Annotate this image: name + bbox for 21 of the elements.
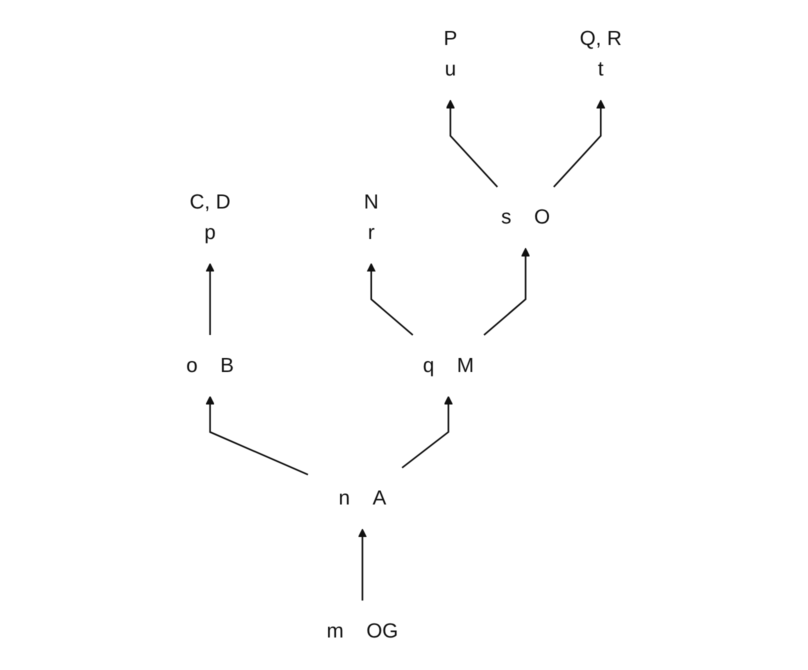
node-label: C, D — [190, 190, 230, 214]
node-text: m OG — [326, 620, 398, 642]
node-text: q M — [422, 354, 474, 377]
node-text: o B — [186, 354, 234, 377]
node-text: s O — [501, 206, 550, 229]
arrow — [402, 396, 453, 468]
arrow — [366, 263, 414, 336]
node-text: t — [598, 58, 604, 81]
arrow — [553, 100, 606, 188]
arrow — [446, 100, 498, 188]
arrow — [358, 528, 367, 601]
arrow — [206, 396, 308, 476]
arrow — [206, 263, 215, 335]
node-text: u — [444, 58, 456, 81]
node-text: p — [204, 222, 216, 244]
node-label: P — [444, 28, 458, 50]
arrow — [484, 248, 530, 336]
node-text: r — [368, 222, 375, 244]
node-text: n A — [338, 487, 386, 510]
node-label: Q, R — [580, 28, 622, 50]
node-label: N — [364, 190, 379, 214]
